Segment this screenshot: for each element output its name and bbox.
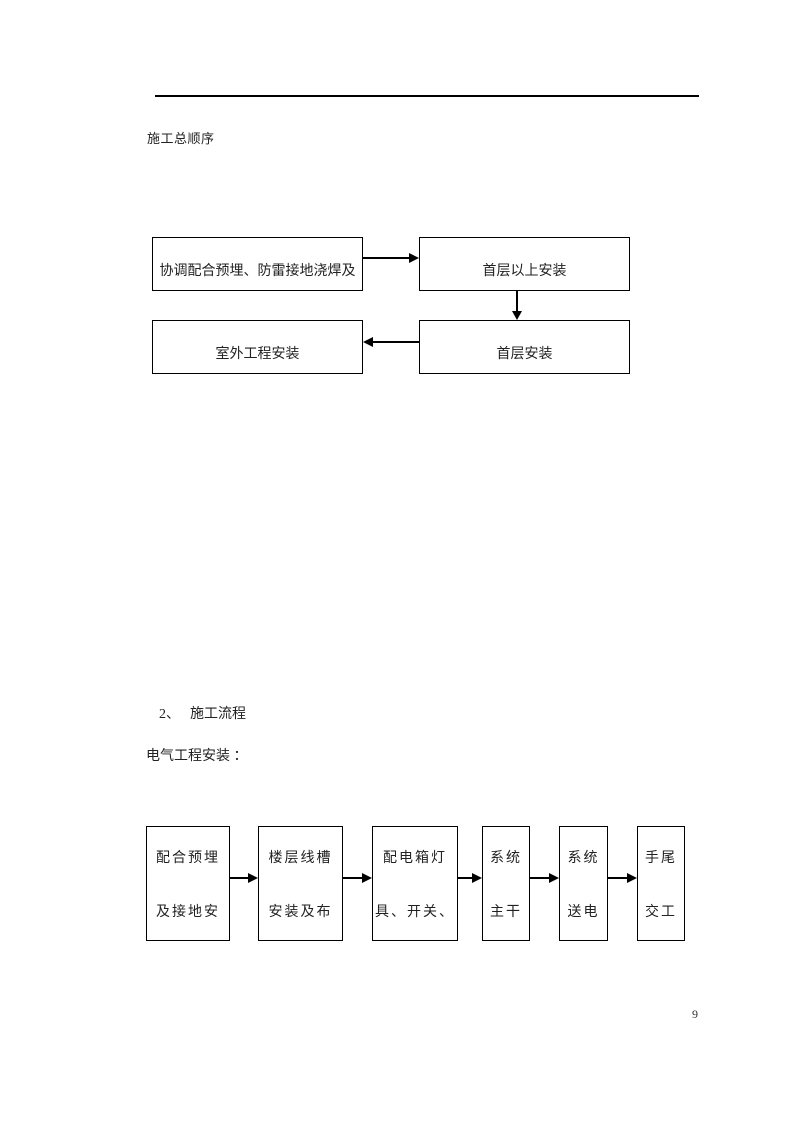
- doc-title-construction-sequence: 施工总顺序: [147, 131, 215, 146]
- flow1-box-first-floor-install: 首层安装: [419, 320, 630, 374]
- header-rule: [155, 95, 699, 97]
- flow2-box-line: 楼层线槽: [268, 851, 333, 866]
- flow1-box-outdoor-works-install: 室外工程安装: [152, 320, 363, 374]
- flow2-box-line: 送电: [567, 905, 600, 920]
- flow2-box-line: 及接地安: [156, 905, 220, 920]
- flow2-box-line: 系统: [567, 851, 600, 866]
- section-heading-flow: 2、施工流程: [145, 692, 246, 738]
- flow2-box-system-trunk: 系统 主干: [482, 826, 530, 941]
- flow1-box-above-first-floor-install: 首层以上安装: [419, 237, 630, 291]
- flow2-box-line: 配电箱灯: [383, 851, 447, 866]
- section-title: 施工流程: [190, 707, 246, 723]
- flow1-box-label: 室外工程安装: [215, 347, 300, 362]
- flow2-box-floor-trunking: 楼层线槽 安装及布: [258, 826, 343, 941]
- flow2-box-line: 手尾: [645, 851, 677, 866]
- page-number: 9: [692, 1007, 698, 1021]
- flow2-box-distribution-lighting: 配电箱灯 具、开关、: [372, 826, 458, 941]
- flow2-box-line: 主干: [490, 905, 522, 920]
- flow2-box-line: 配合预埋: [156, 851, 220, 866]
- flow2-box-system-power-on: 系统 送电: [559, 826, 608, 941]
- flow2-box-line: 系统: [490, 851, 522, 866]
- flow1-box-label: 首层以上安装: [482, 264, 567, 279]
- flow2-box-line: 安装及布: [268, 905, 333, 920]
- subsection-electrical-install: 电气工程安装 ：: [146, 749, 248, 764]
- flow2-box-finishing-handover: 手尾 交工: [637, 826, 685, 941]
- flow1-box-label: 首层安装: [496, 347, 553, 362]
- flow2-box-embedding-grounding: 配合预埋 及接地安: [146, 826, 230, 941]
- flow2-box-line: 交工: [645, 905, 677, 920]
- section-number: 2、: [159, 707, 180, 723]
- flow1-box-label: 协调配合预埋、防雷接地浇焊及: [159, 264, 356, 279]
- flow1-box-coordination-embedding: 协调配合预埋、防雷接地浇焊及: [152, 237, 363, 291]
- flow2-box-line: 具、开关、: [375, 905, 455, 920]
